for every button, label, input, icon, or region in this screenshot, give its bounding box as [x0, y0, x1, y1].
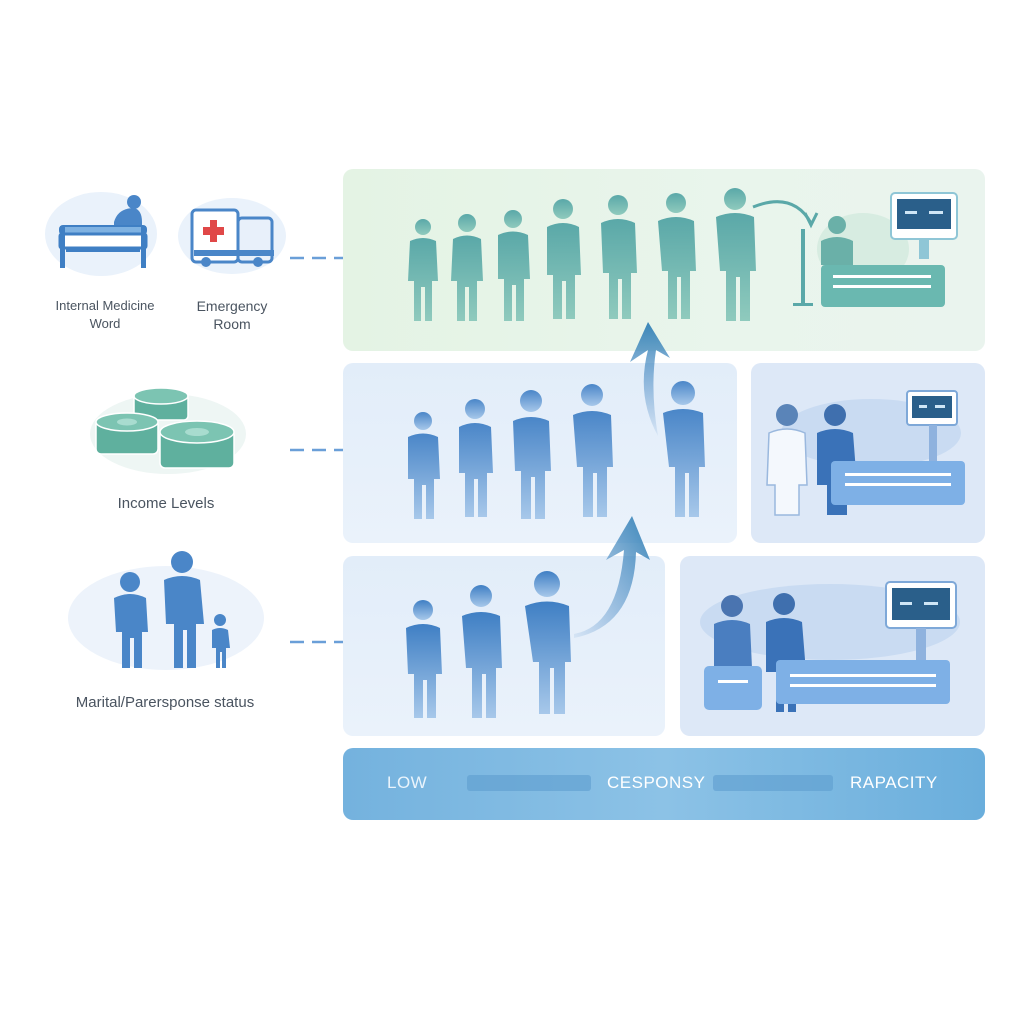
- bottom-row-panel: [343, 556, 665, 736]
- patient-queue-icon: [406, 571, 571, 718]
- capacity-scale-bar: [343, 748, 985, 820]
- coin-stack-icon: [88, 382, 246, 478]
- scale-high-label: RAPACITY: [850, 773, 938, 792]
- patient-queue-icon: [408, 188, 958, 321]
- middle-row-panel: [343, 363, 737, 543]
- care-station-panel: [680, 556, 985, 736]
- top-row-panel: [343, 169, 985, 351]
- hospital-bed-icon: [42, 186, 160, 278]
- scale-mid-label: CESPONSY: [607, 773, 706, 792]
- family-icon: [66, 546, 266, 672]
- upward-arrow-icon: [570, 510, 660, 640]
- scale-segment: [713, 775, 833, 791]
- upward-arrow-icon: [612, 318, 682, 438]
- scale-segment: [467, 775, 591, 791]
- doctor-station-icon: [700, 581, 960, 712]
- ambulance-icon: [178, 196, 286, 274]
- doctor-station-icon: [766, 390, 965, 516]
- patient-queue-icon: [408, 381, 705, 519]
- marital-status-label: Marital/Parersponse status: [75, 694, 255, 711]
- care-station-panel: [751, 363, 985, 543]
- scale-low-label: LOW: [387, 773, 428, 792]
- income-levels-label: Income Levels: [117, 495, 215, 512]
